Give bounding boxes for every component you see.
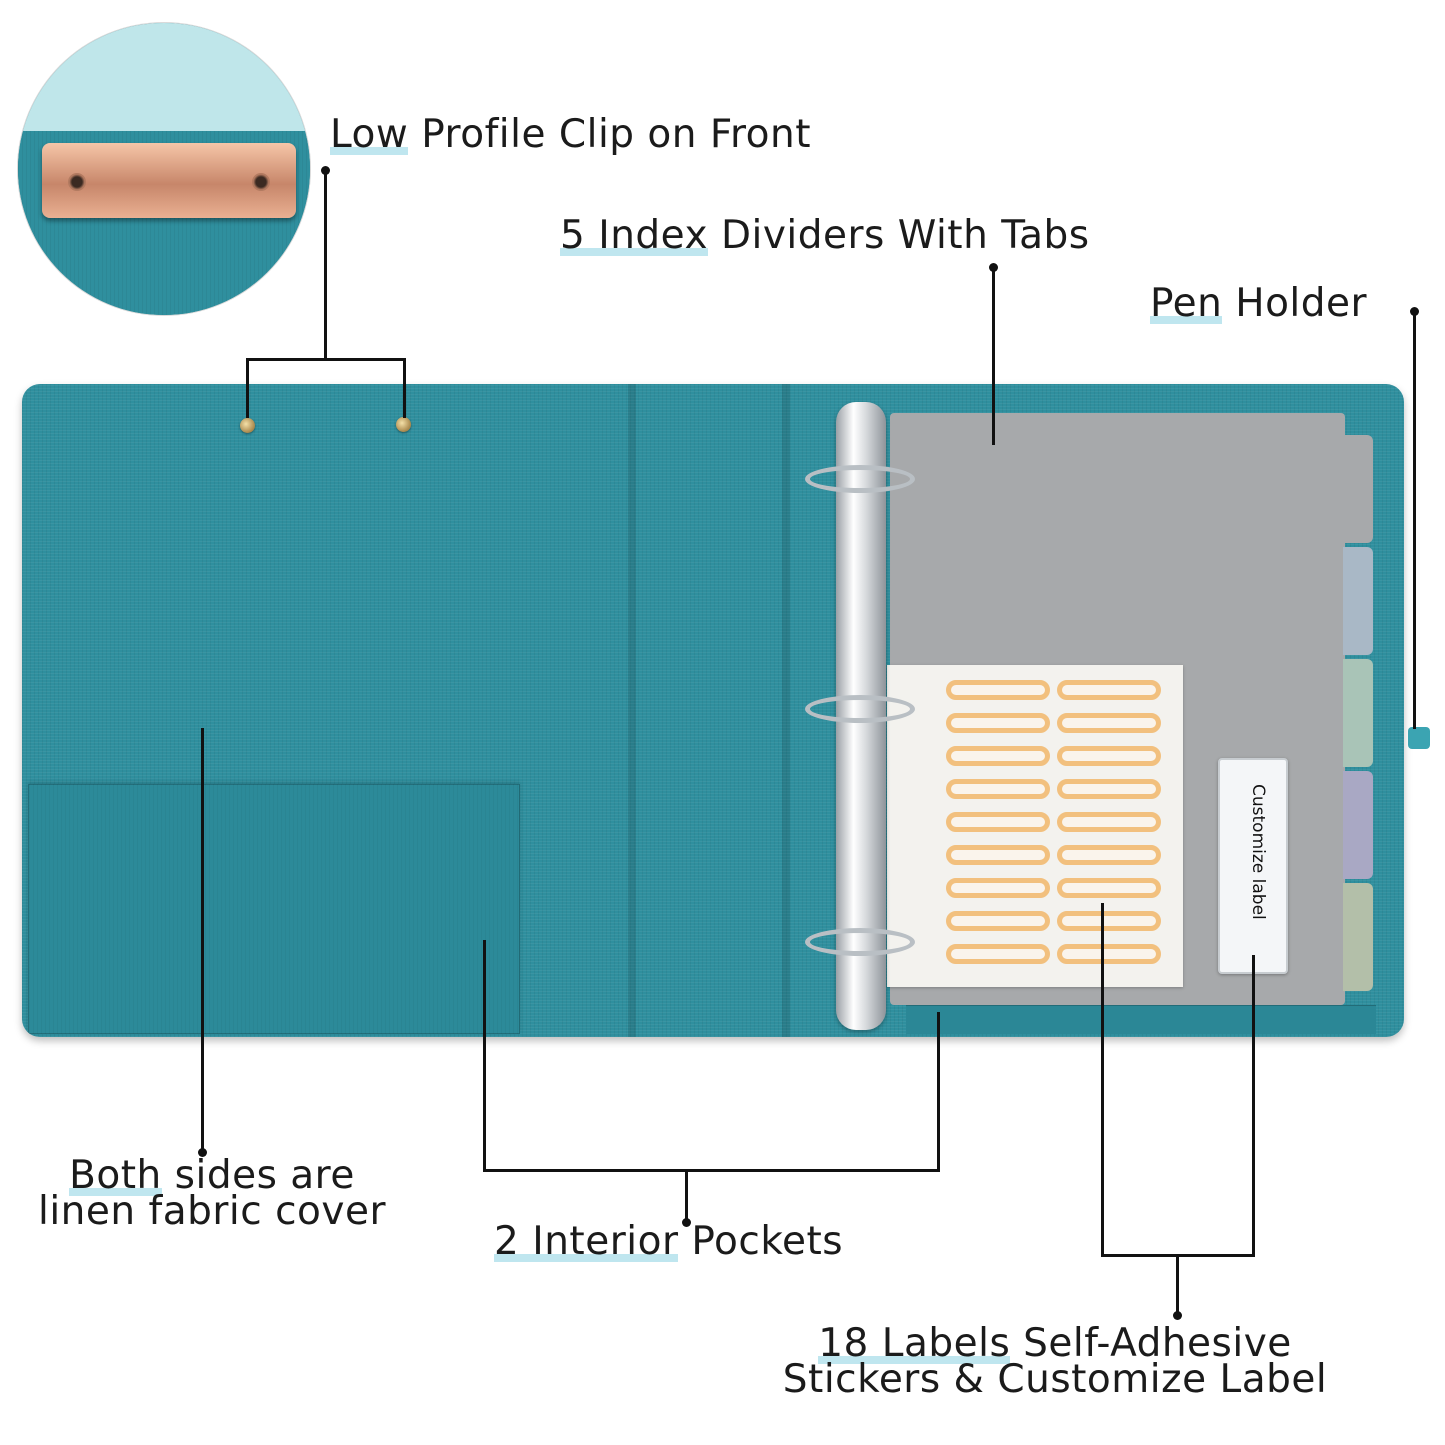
leader-pen bbox=[1413, 311, 1416, 729]
leader-clip-left-drop bbox=[246, 358, 249, 418]
leader-pockets-stem bbox=[685, 1169, 688, 1219]
callout-linen-highlight: Both bbox=[69, 1153, 162, 1198]
divider-tab-1 bbox=[1343, 435, 1373, 543]
callout-labels-rest: Self-Adhesive bbox=[1010, 1321, 1292, 1366]
label-sticker bbox=[1057, 845, 1161, 865]
label-sticker bbox=[946, 911, 1050, 931]
callout-clip: Low Profile Clip on Front bbox=[330, 112, 812, 157]
callout-dividers-highlight: 5 Index bbox=[560, 213, 709, 258]
divider-tab-3 bbox=[1343, 659, 1373, 767]
right-interior-pocket bbox=[906, 1005, 1376, 1034]
label-sticker bbox=[946, 680, 1050, 700]
label-sticker bbox=[1057, 680, 1161, 700]
callout-labels-line2: Stickers & Customize Label bbox=[782, 1357, 1328, 1402]
callout-labels-line1: 18 Labels Self-Adhesive bbox=[740, 1321, 1370, 1366]
label-sticker bbox=[946, 779, 1050, 799]
leader-clip-vertical bbox=[324, 170, 327, 360]
callout-pen-highlight: Pen bbox=[1150, 281, 1223, 326]
label-sticker bbox=[1057, 746, 1161, 766]
leader-labels-right bbox=[1252, 955, 1255, 1257]
label-sticker bbox=[946, 746, 1050, 766]
callout-dividers-rest: Dividers With Tabs bbox=[708, 213, 1090, 258]
divider-tab-2 bbox=[1343, 547, 1373, 655]
callout-labels: 18 Labels Self-Adhesive Stickers & Custo… bbox=[740, 1321, 1370, 1402]
spine-fold-left bbox=[628, 384, 636, 1037]
label-sticker bbox=[1057, 878, 1161, 898]
callout-pen-rest: Holder bbox=[1222, 281, 1368, 326]
clip-rivet-left bbox=[240, 418, 255, 433]
clip-rivet-right bbox=[396, 417, 411, 432]
pen-holder-loop bbox=[1408, 727, 1430, 749]
leader-labels-stem bbox=[1176, 1254, 1179, 1314]
leader-linen bbox=[201, 728, 204, 1152]
label-sticker bbox=[1057, 713, 1161, 733]
callout-dividers: 5 Index Dividers With Tabs bbox=[560, 213, 1090, 258]
callout-pen: Pen Holder bbox=[1150, 281, 1368, 326]
callout-pockets: 2 Interior Pockets bbox=[494, 1219, 844, 1264]
binder-ring-middle bbox=[805, 695, 915, 723]
leader-labels-left bbox=[1101, 903, 1104, 1257]
callout-pockets-rest: Pockets bbox=[678, 1219, 844, 1264]
leader-dot-labels bbox=[1173, 1311, 1182, 1320]
customize-label-holder bbox=[1218, 758, 1288, 974]
clip-rivet-left bbox=[68, 173, 86, 191]
callout-labels-highlight: 18 Labels bbox=[818, 1321, 1011, 1366]
leader-pockets-right bbox=[937, 1012, 940, 1172]
label-sticker bbox=[946, 812, 1050, 832]
callout-clip-highlight: Low bbox=[330, 112, 409, 157]
leader-clip-horizontal bbox=[246, 358, 406, 361]
callout-linen-line2: linen fabric cover bbox=[37, 1189, 386, 1234]
leader-pockets-horizontal bbox=[483, 1169, 940, 1172]
divider-tab-5 bbox=[1343, 883, 1373, 991]
callout-pockets-highlight: 2 Interior bbox=[494, 1219, 679, 1264]
label-sticker bbox=[1057, 812, 1161, 832]
left-interior-pocket bbox=[28, 784, 520, 1034]
leader-dot-linen bbox=[198, 1148, 207, 1157]
label-sticker bbox=[946, 845, 1050, 865]
divider-tab-4 bbox=[1343, 771, 1373, 879]
customize-label-text: Customize label bbox=[1248, 784, 1268, 920]
label-sticker bbox=[946, 878, 1050, 898]
leader-pockets-left bbox=[483, 940, 486, 1172]
label-sticker bbox=[1057, 779, 1161, 799]
binder-ring-bottom bbox=[805, 928, 915, 956]
leader-dot-pockets bbox=[682, 1218, 691, 1227]
spine-fold-right bbox=[782, 384, 790, 1037]
label-sticker bbox=[1057, 911, 1161, 931]
label-sticker bbox=[946, 713, 1050, 733]
callout-linen-line1: Both sides are bbox=[22, 1153, 402, 1198]
callout-linen: Both sides are linen fabric cover bbox=[22, 1153, 402, 1234]
label-sticker bbox=[946, 944, 1050, 964]
rose-gold-clip bbox=[42, 143, 296, 218]
leader-clip-right-drop bbox=[403, 358, 406, 418]
inset-background bbox=[18, 23, 310, 131]
callout-linen-rest: sides are bbox=[161, 1153, 355, 1198]
clip-rivet-right bbox=[252, 173, 270, 191]
callout-clip-rest: Profile Clip on Front bbox=[408, 112, 812, 157]
label-sticker bbox=[1057, 944, 1161, 964]
leader-dividers bbox=[992, 267, 995, 445]
binder-ring-top bbox=[805, 465, 915, 493]
